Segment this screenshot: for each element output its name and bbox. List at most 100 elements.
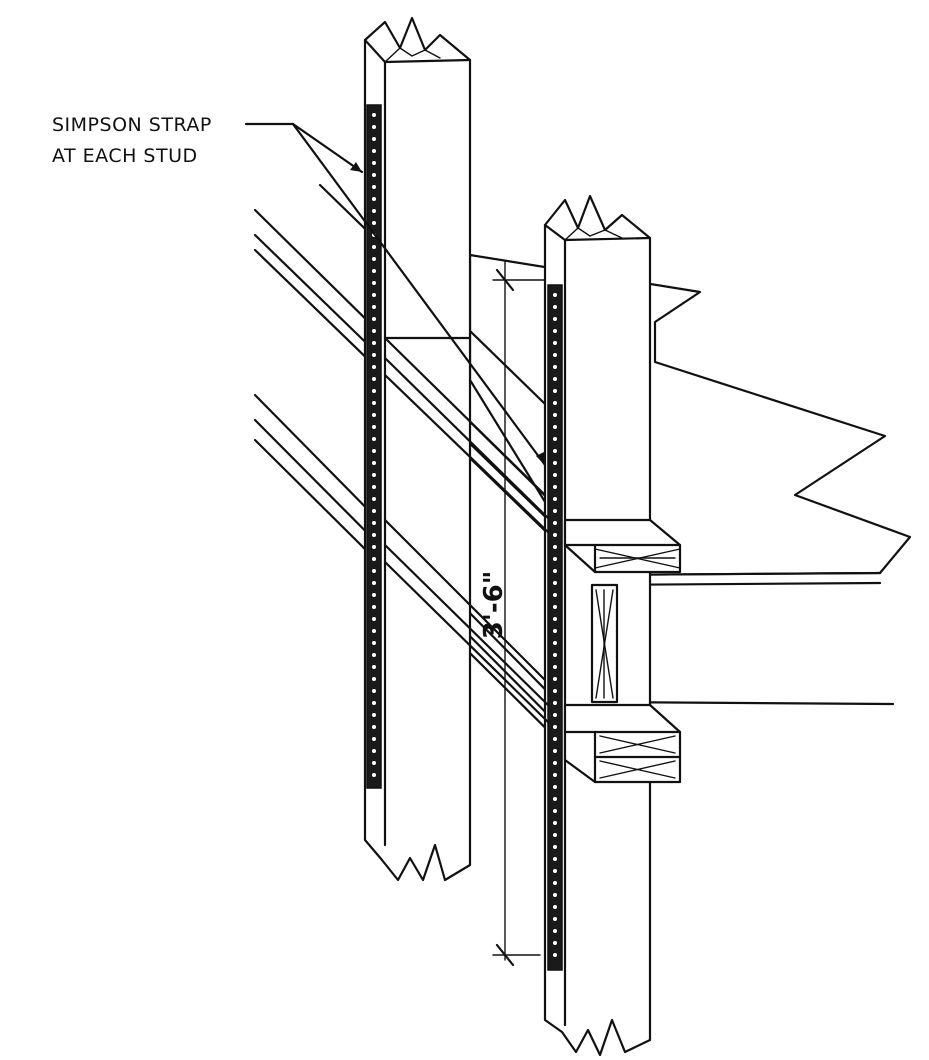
strap-hole	[372, 545, 376, 549]
strap-hole	[553, 389, 557, 393]
strap-hole	[372, 317, 376, 321]
strap-hole	[553, 869, 557, 873]
strap-hole	[553, 917, 557, 921]
strap-hole	[372, 533, 376, 537]
strap-hole	[553, 809, 557, 813]
strap-hole	[553, 473, 557, 477]
strap-hole	[372, 713, 376, 717]
floor-sheathing	[468, 253, 912, 706]
dimension-label: 3'-6"	[479, 571, 509, 639]
strap-hole	[553, 509, 557, 513]
strap-right	[547, 284, 563, 971]
strap-hole	[372, 593, 376, 597]
strap-hole	[372, 737, 376, 741]
strap-hole	[372, 293, 376, 297]
strap-hole	[372, 401, 376, 405]
callout-line-1: SIMPSON STRAP	[52, 114, 212, 136]
strap-hole	[372, 197, 376, 201]
strap-hole	[372, 365, 376, 369]
strap-hole	[372, 677, 376, 681]
strap-hole	[372, 113, 376, 117]
strap-hole	[372, 245, 376, 249]
strap-hole	[553, 833, 557, 837]
strap-hole	[553, 725, 557, 729]
strap-hole	[372, 701, 376, 705]
strap-hole	[372, 449, 376, 453]
strap-hole	[372, 137, 376, 141]
strap-hole	[372, 521, 376, 525]
strap-hole	[553, 569, 557, 573]
strap-hole	[553, 689, 557, 693]
strap-hole	[553, 929, 557, 933]
strap-hole	[372, 305, 376, 309]
strap-hole	[553, 377, 557, 381]
strap-hole	[372, 473, 376, 477]
blocking-upper	[563, 518, 682, 574]
strap-hole	[553, 737, 557, 741]
strap-hole	[372, 509, 376, 513]
strap-hole	[372, 497, 376, 501]
strap-hole	[553, 317, 557, 321]
strap-hole	[553, 461, 557, 465]
strap-hole	[372, 641, 376, 645]
strap-hole	[372, 185, 376, 189]
strap-hole	[553, 701, 557, 705]
strap-hole	[553, 341, 557, 345]
strap-hole	[553, 605, 557, 609]
strap-hole	[372, 161, 376, 165]
strap-hole	[553, 893, 557, 897]
strap-hole	[372, 257, 376, 261]
strap-hole	[553, 533, 557, 537]
strap-hole	[372, 665, 376, 669]
strap-hole	[553, 845, 557, 849]
strap-hole	[372, 569, 376, 573]
strap-hole	[553, 545, 557, 549]
strap-hole	[553, 665, 557, 669]
strap-hole	[553, 881, 557, 885]
strap-hole	[553, 821, 557, 825]
strap-hole	[372, 377, 376, 381]
strap-hole	[553, 797, 557, 801]
strap-hole	[553, 617, 557, 621]
strap-hole	[372, 761, 376, 765]
strap-hole	[553, 785, 557, 789]
strap-hole	[553, 557, 557, 561]
strap-hole	[372, 557, 376, 561]
strap-left	[366, 104, 382, 789]
callout-leaders	[244, 122, 547, 467]
strap-hole	[553, 437, 557, 441]
strap-hole	[372, 149, 376, 153]
strap-hole	[553, 329, 557, 333]
dimension-line	[492, 261, 546, 967]
blocking-vertical	[590, 583, 619, 704]
strap-hole	[372, 389, 376, 393]
strap-hole	[553, 365, 557, 369]
strap-hole	[372, 413, 376, 417]
strap-hole	[553, 749, 557, 753]
strap-hole	[372, 437, 376, 441]
strap-hole	[553, 629, 557, 633]
strap-hole	[372, 653, 376, 657]
strap-hole	[372, 341, 376, 345]
strap-hole	[553, 497, 557, 501]
strap-hole	[372, 689, 376, 693]
strap-hole	[372, 617, 376, 621]
strap-hole	[372, 461, 376, 465]
strap-hole	[553, 653, 557, 657]
strap-hole	[372, 725, 376, 729]
strap-hole	[553, 773, 557, 777]
strap-hole	[553, 521, 557, 525]
strap-holes	[372, 113, 557, 957]
strap-hole	[553, 353, 557, 357]
strap-hole	[553, 485, 557, 489]
strap-hole	[372, 329, 376, 333]
strap-hole	[372, 281, 376, 285]
diagonal-plates-front	[383, 336, 550, 724]
callout-line-2: AT EACH STUD	[52, 145, 198, 167]
strap-hole	[372, 581, 376, 585]
strap-hole	[553, 857, 557, 861]
left-stud	[363, 16, 472, 882]
strap-hole	[553, 953, 557, 957]
strap-hole	[553, 413, 557, 417]
